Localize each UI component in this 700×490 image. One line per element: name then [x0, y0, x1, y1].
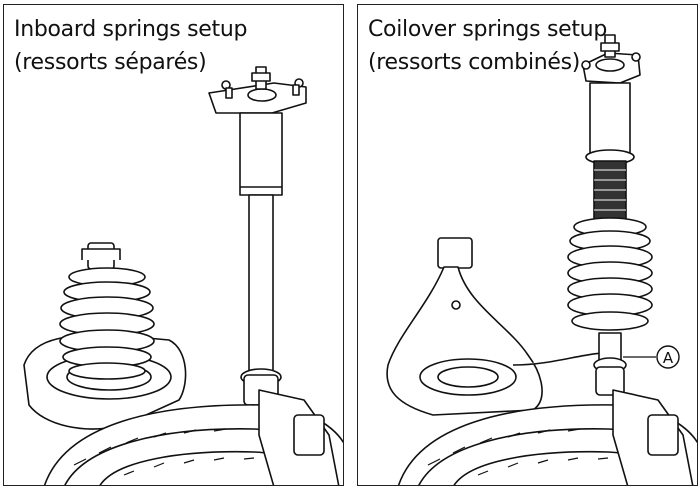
coil-highlights [594, 169, 626, 211]
disc-slots [73, 428, 255, 476]
coilover-springs-drawing: A [386, 34, 697, 485]
title-line-1: Inboard springs setup [14, 17, 248, 42]
title-line-1: Coilover springs setup [368, 17, 607, 42]
panel-coilover-springs: A Coilover springs setup (ressorts combi… [357, 4, 698, 486]
shock-absorber [208, 66, 307, 406]
callout-label: A [663, 349, 674, 367]
lower-control-arm [386, 237, 621, 416]
title-line-2: (ressorts combinés) [368, 50, 581, 75]
callout-a: A [623, 345, 680, 369]
disc-slots [427, 428, 609, 476]
panel-title-inboard: Inboard springs setup (ressorts séparés) [14, 13, 247, 79]
coilover-assembly [567, 34, 653, 396]
panel-title-coilover: Coilover springs setup (ressorts combiné… [368, 13, 607, 79]
panel-inboard-springs: Inboard springs setup (ressorts séparés) [3, 4, 344, 486]
title-line-2: (ressorts séparés) [14, 50, 207, 75]
hub-knuckle [258, 389, 340, 485]
coil-spring [59, 242, 155, 380]
hub-knuckle [612, 389, 694, 485]
inboard-springs-drawing [23, 66, 343, 485]
